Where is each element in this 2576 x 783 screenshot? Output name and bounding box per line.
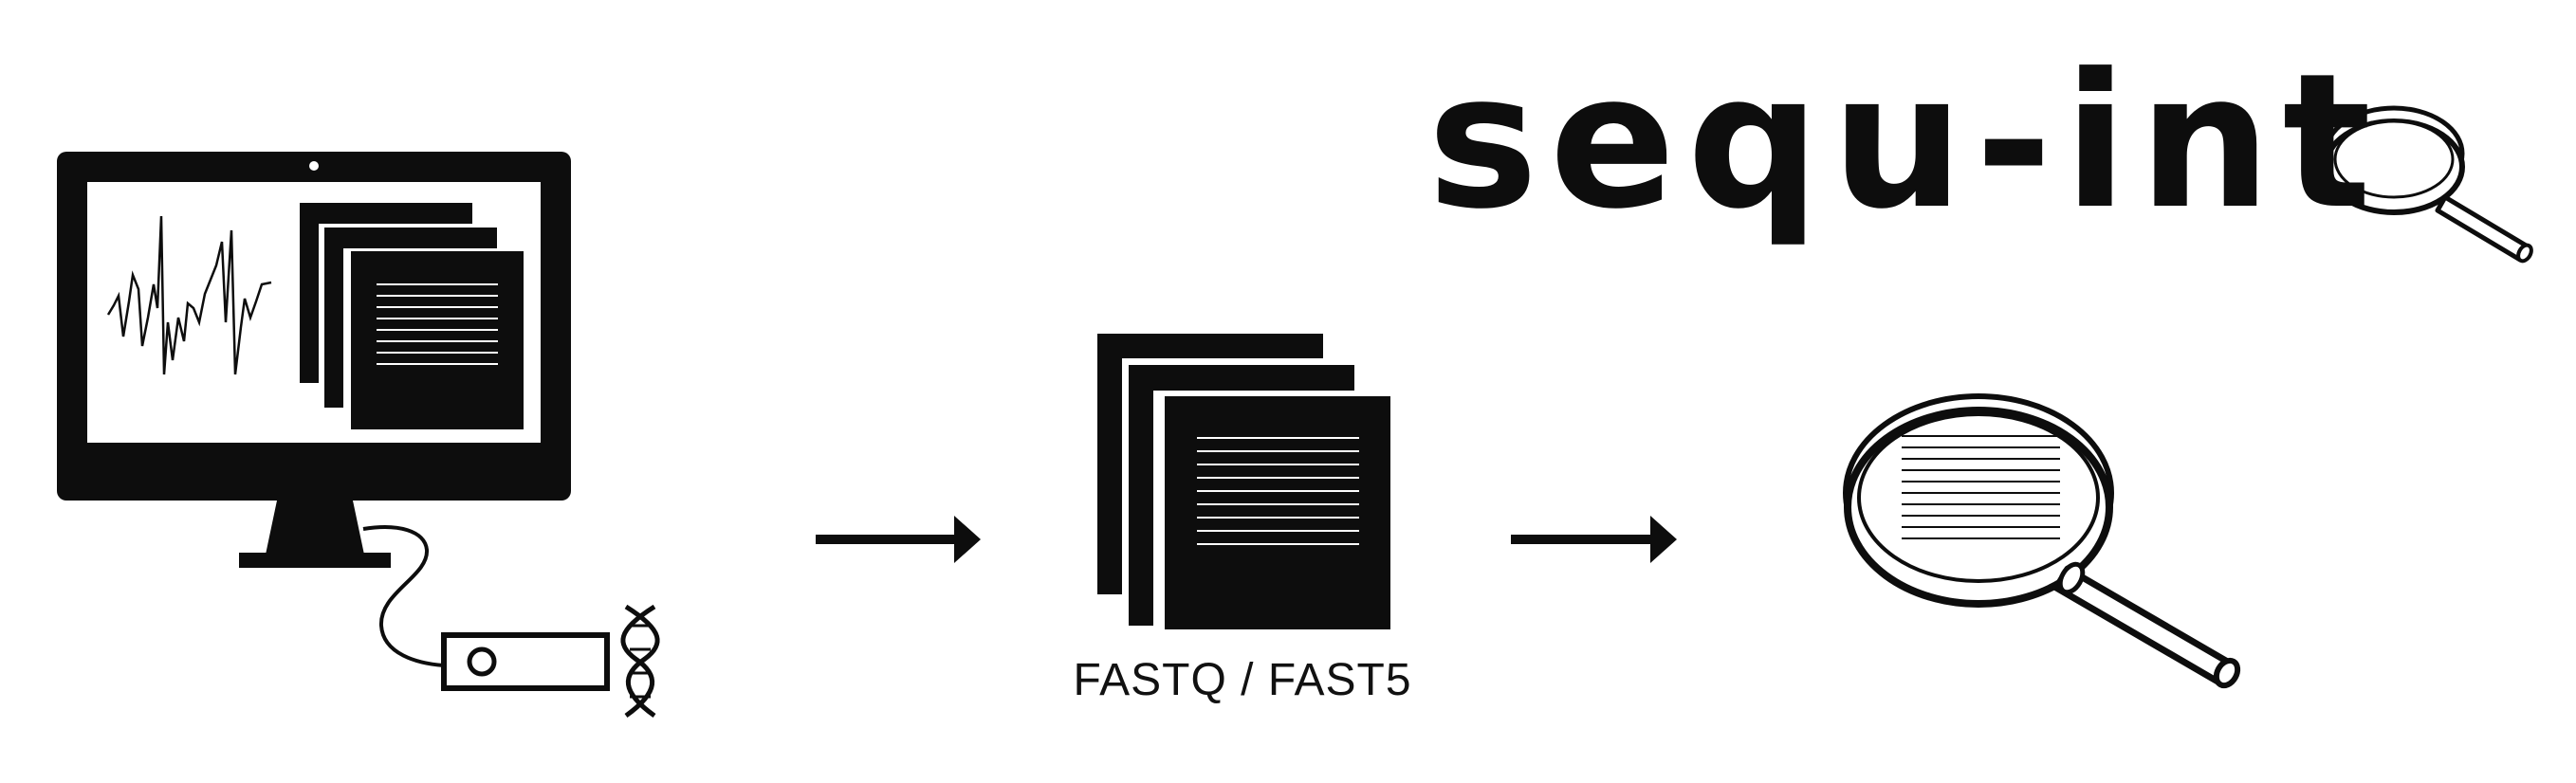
arrow-2-shaft bbox=[1511, 535, 1655, 544]
sequencer-device-icon bbox=[441, 632, 610, 691]
sequencer-cable bbox=[362, 525, 445, 667]
dna-helix-icon bbox=[620, 604, 660, 719]
arrow-2-head bbox=[1650, 516, 1677, 563]
logo-handle-end bbox=[2516, 243, 2533, 264]
magnified-doc-lines bbox=[1902, 435, 2060, 539]
file-doc-front bbox=[1165, 396, 1390, 629]
arrow-1-head bbox=[954, 516, 981, 563]
signal-waveform bbox=[106, 215, 272, 375]
arrow-1-shaft bbox=[816, 535, 960, 544]
magnifier-handle bbox=[2052, 565, 2235, 686]
right-arrow-icon-2 bbox=[1511, 516, 1677, 563]
files-caption: FASTQ / FAST5 bbox=[1073, 655, 1412, 705]
file-doc-lines bbox=[1197, 437, 1359, 545]
logo-wordmark: sequ-int bbox=[1427, 34, 2383, 250]
monitor-stand bbox=[266, 501, 364, 555]
magnifying-glass-icon bbox=[2323, 105, 2533, 264]
device-body bbox=[441, 632, 610, 691]
monitor-with-sequencer-icon bbox=[57, 152, 571, 568]
monitor-base bbox=[239, 553, 391, 568]
magnifier-handle-end bbox=[2213, 657, 2241, 689]
monitor-camera bbox=[309, 161, 319, 171]
right-arrow-icon bbox=[816, 516, 981, 563]
logo-magnifier-handle bbox=[2435, 194, 2530, 263]
device-port bbox=[467, 646, 497, 677]
stacked-documents-icon bbox=[1097, 334, 1390, 661]
magnifier-over-document-icon bbox=[1843, 393, 2241, 689]
logo-lens bbox=[2333, 119, 2455, 199]
magnifier-lens bbox=[1857, 412, 2100, 583]
screen-doc-lines bbox=[377, 283, 498, 365]
magnifier-collar bbox=[2057, 561, 2086, 595]
